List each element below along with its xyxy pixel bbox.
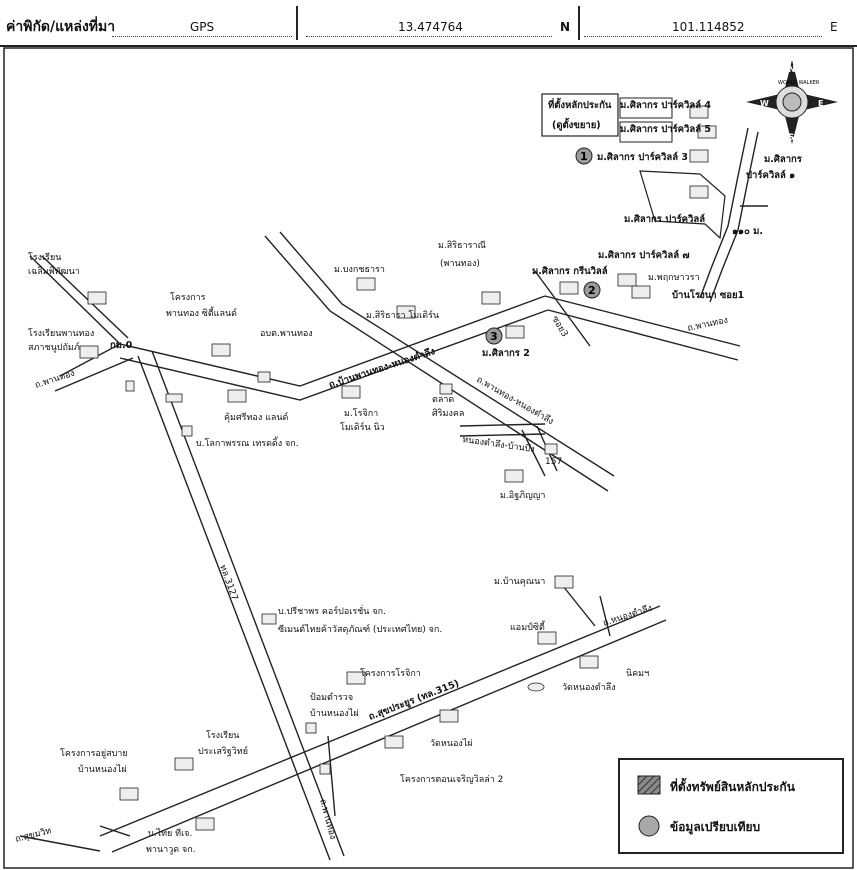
label-green: ม.ศิลากร กรีนวิลล์ [532,265,608,277]
map-legend: ที่ตั้งทรัพย์สินหลักประกัน ข้อมูลเปรียบเ… [618,758,844,854]
label-wat-nong: วัดหนองตำลึง [562,682,616,693]
marker-3 [485,327,503,345]
label-bongkot: ม.บงกชธารา [334,265,385,275]
longitude-direction: E [830,20,838,34]
label-pruksa: ม.พฤกษาวรา [648,273,700,283]
label-park1b: ปาร์ควิลล์ ๑ [746,169,795,181]
map-frame [3,47,854,869]
label-road-vertical: ทล.3127 [217,564,239,602]
label-company2: ซีเมนต์ไทยค้าวัสดุภัณฑ์ (ประเทศไทย) จก. [278,623,442,635]
marker-2-label: 2 [588,284,596,297]
label-factory: บ.โลกาพรรณ เทรดดิ้ง จก. [196,436,299,449]
longitude-cell: 101.114852 E [580,6,857,40]
comparable-markers: 1 2 3 [485,147,601,345]
marker-1 [575,147,593,165]
marker-1-label: 1 [580,150,588,163]
source-cell: ค่าพิกัด/แหล่งที่มา GPS [0,6,298,40]
longitude-underline [584,36,822,37]
latitude-direction: N [560,20,571,34]
compass-w: W [760,99,769,108]
coordinates-header: ค่าพิกัด/แหล่งที่มา GPS 13.474764 N 101.… [0,0,857,47]
label-company-bottom2: พานาวูด จก. [146,845,196,855]
label-park7: ม.ศิลากร ปาร์ควิลล์ ๗ [598,249,689,261]
label-park5: ม.ศิลากร ปาร์ควิลล์ 5 [620,123,711,135]
label-school-left1b: เฉลิมพิพัฒนา [28,266,80,277]
source-value: GPS [190,20,215,34]
map-labels: ม.ศิลากร ปาร์ควิลล์ 4 ม.ศิลากร ปาร์ควิลล… [14,99,803,855]
label-company1: บ.ปรีชาพร คอร์ปอเรชั่น จก. [278,604,386,617]
label-market2: ศิริมงคล [432,408,464,419]
label-market1: ตลาด [432,395,454,405]
label-distance: ๑๑๐ ม. [732,226,763,237]
label-obt: อบต.พานทอง [260,329,313,339]
label-sirada: ม.สิริธารา โมเดิร์น [366,309,439,321]
label-road-panthong-e: ถ.พานทอง [687,316,729,334]
latitude-underline [306,36,552,37]
location-map: ที่ตั้งหลักประกัน (ดูตั้งขยาย) [3,47,854,869]
label-kumsongsri: คุ้มศรีทอง แลนด์ [224,411,289,423]
label-abp: แอมป์ซิตี้ [510,620,546,633]
marker-2 [583,281,601,299]
legend-subject-swatch [637,775,661,795]
road-network [19,127,768,861]
label-road-nong: ถ.หนองตำลึง [602,603,654,629]
subject-box-sublabel: (ดูตั้งขยาย) [552,117,601,132]
label-school-left1: โรงเรียน [28,252,61,263]
label-school-r1: โรงเรียน [206,730,239,741]
label-park-center: ม.ศิลากร ปาร์ควิลล์ [624,213,705,225]
label-itti: ม.อิฐภิญญา [500,490,546,501]
label-ban-rongna: บ้านโรงนา ซอย1 [672,289,744,301]
label-project-rocheka: โครงการโรจิกา [360,668,421,679]
label-wat-nongplai: วัดหนองไผ่ [430,738,473,749]
subject-area: ที่ตั้งหลักประกัน (ดูตั้งขยาย) [541,93,726,240]
label-company-bottom1: บ.ไทย ทีเจ. [148,828,192,839]
label-km0: กม.0 [110,340,133,351]
label-project-panthong2: พานทอง ซิตี้แลนด์ [166,306,237,319]
label-police1: ป้อมตำรวจ [310,692,353,703]
label-km157: 157 [545,457,562,467]
label-road-sai3: ซอย3 [549,315,569,339]
label-school-left2b: สภาชนูปถัมภ์ [28,341,80,353]
label-park3: ม.ศิลากร ปาร์ควิลล์ 3 [597,151,688,163]
label-project-left1: โครงการอยู่สบาย [60,748,128,759]
source-underline [112,36,292,37]
longitude-value: 101.114852 [672,20,745,34]
label-police2: บ้านหนองไผ่ [310,708,359,719]
label-road-main: ถ.บ้านพานทอง-หนองตำลึง [327,345,437,391]
label-road-left: ถ.พานทอง [34,369,76,391]
label-school-r2: ประเสริฐวิทย์ [198,745,248,757]
compass-n: N [788,65,796,75]
coordinates-label: ค่าพิกัด/แหล่งที่มา [6,19,116,35]
label-project-bottom: โครงการตอนเจริญวิลล่า 2 [400,774,503,785]
compass-e: E [818,99,823,108]
latitude-cell: 13.474764 N [298,6,580,40]
label-nikom: นิคมฯ [626,668,649,679]
label-school-left2: โรงเรียนพานทอง [28,328,94,339]
label-mooban-2: ม.ศิลากร 2 [482,348,530,359]
label-sitaran: ม.สิริธาราณี [438,240,486,251]
subject-box-label: ที่ตั้งหลักประกัน [548,97,612,111]
compass-icon: N S W E WORLD WALKER [746,60,838,144]
building-icons [79,105,717,831]
label-road-diag: ถ.พานทอง-หนองตำลึง [475,374,556,427]
label-park4: ม.ศิลากร ปาร์ควิลล์ 4 [620,99,711,111]
label-project-left2: บ้านหนองไผ่ [78,764,127,775]
label-project-panthong1: โครงการ [170,292,206,303]
label-baan: ม.บ้านคุณนา [494,576,545,587]
legend-comparable-label: ข้อมูลเปรียบเทียบ [670,820,761,834]
legend-subject-label: ที่ตั้งทรัพย์สินหลักประกัน [670,780,795,794]
label-rocheka2: โมเดิร์น นิว [340,421,385,433]
label-rocheka1: ม.โรจิกา [344,408,378,419]
compass-s: S [788,133,794,143]
legend-comparable-swatch [638,815,660,837]
compass-ring-text: WORLD WALKER [778,80,820,86]
label-sitaran2: (พานทอง) [440,259,480,269]
marker-3-label: 3 [490,330,498,343]
label-road-bottom: ถ.สุขุมวิท [14,825,53,845]
latitude-value: 13.474764 [398,20,463,34]
label-park1a: ม.ศิลากร [764,154,803,165]
